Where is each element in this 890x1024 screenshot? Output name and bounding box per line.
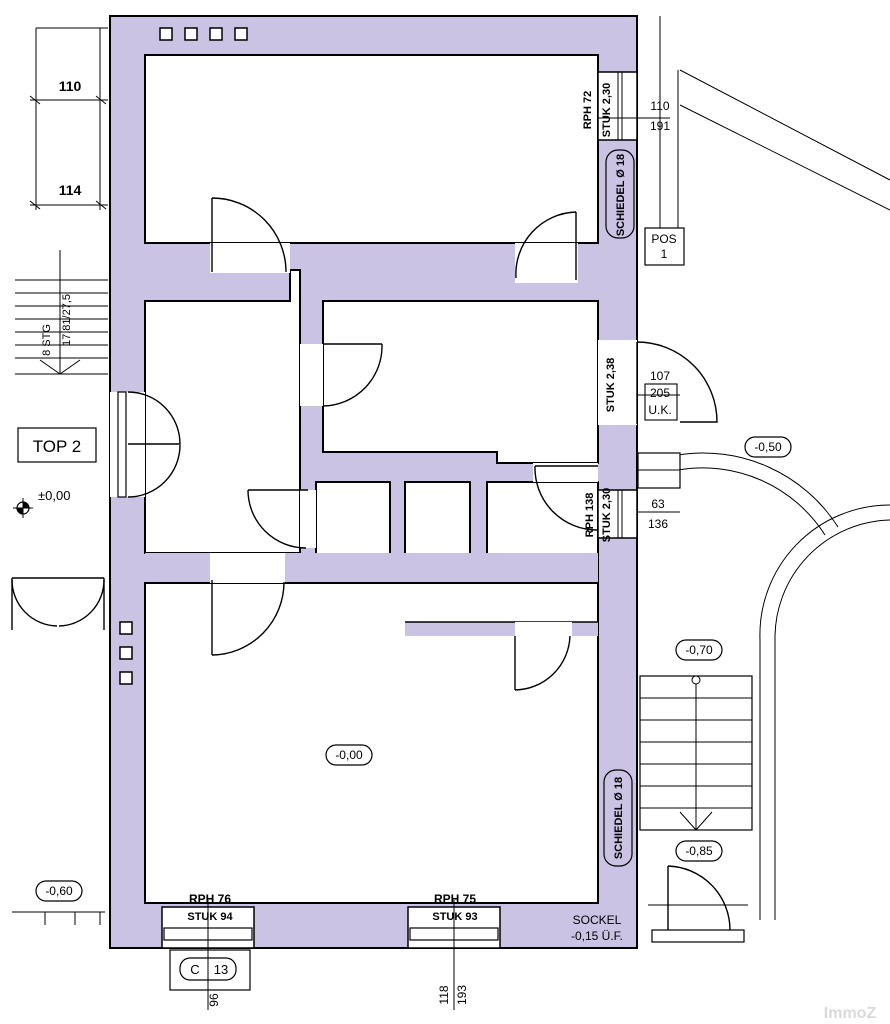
level-m060: -0,60: [45, 884, 73, 898]
stairs-left-label: 8 STG: [41, 324, 53, 356]
unit-box: [17, 427, 97, 463]
level-m085: -0,85: [685, 844, 713, 858]
stuk238-label: STUK 2,38: [605, 358, 617, 412]
w63-label: 63: [651, 497, 665, 511]
window-rph138: [597, 489, 638, 539]
rph76-label: RPH 76: [189, 892, 231, 906]
sockel-line2: -0,15 Ü.F.: [571, 929, 623, 943]
door-entrance: [110, 391, 181, 498]
w205-box: [644, 383, 678, 421]
vent-squares-left: [119, 621, 133, 685]
level-m070: -0,70: [685, 643, 713, 657]
pos-line1: POS: [651, 232, 676, 246]
c13-letter: C: [190, 962, 199, 977]
outside-door-left: [11, 577, 105, 630]
door-kitchen: [300, 343, 383, 407]
door-top-left: [210, 197, 290, 273]
door-bath: [533, 463, 598, 531]
stuk94-label: STUK 94: [187, 911, 233, 923]
w96-label: 96: [207, 993, 221, 1007]
door-lower-right: [648, 865, 748, 943]
stuk230a-label: STUK 2,30: [601, 83, 613, 137]
door-living-right: [514, 622, 572, 691]
window-rph72: [597, 71, 638, 141]
rph138-label: RPH 138: [584, 493, 596, 538]
exterior-right-lines: [644, 16, 890, 266]
uk-label: U.K.: [648, 403, 671, 417]
rph75-label: RPH 75: [434, 892, 476, 906]
level-bubble-m060: [35, 880, 83, 902]
chimney-lower-box: [603, 769, 633, 867]
level-bubble-m070: [675, 639, 723, 661]
terrace-arc: [637, 452, 890, 920]
dimension-left: [29, 27, 108, 210]
chimney-lower: SCHIEDEL Ø 18: [613, 777, 625, 859]
w107-label: 107: [650, 369, 670, 383]
room-living-overlay: [144, 582, 599, 904]
watermark: ImmoZ: [824, 1005, 877, 1022]
room-top: [144, 54, 599, 244]
w191-label: 191: [650, 119, 670, 133]
fence-bottom-left: [12, 911, 105, 925]
level-m050: -0,50: [754, 440, 782, 454]
w136-label: 136: [648, 517, 668, 531]
level-marker-icon: [13, 498, 33, 518]
stuk230b-label: STUK 2,30: [601, 488, 613, 542]
door-living: [210, 553, 285, 656]
sockel-line1: SOCKEL: [573, 913, 622, 927]
stairs-left: [15, 250, 108, 375]
level-zero: ±0,00: [38, 488, 70, 503]
room-kitchen: [322, 300, 599, 464]
level-bubble-m050: [744, 436, 792, 458]
stuk93-label: STUK 93: [432, 911, 477, 923]
chimney-upper-box: [605, 149, 635, 239]
dim-left-top: 110: [59, 78, 82, 94]
pos-line2: 1: [661, 247, 668, 261]
rph72-label: RPH 72: [582, 91, 594, 130]
w110-label: 110: [650, 99, 669, 113]
c13-number: 13: [214, 962, 228, 977]
bath-wall: [390, 553, 598, 636]
stairs-right: [639, 675, 753, 831]
room-wc: [315, 481, 391, 555]
dim-left-bottom: 114: [59, 182, 82, 198]
chimney-upper: SCHIEDEL Ø 18: [615, 154, 627, 236]
door-top-right: [515, 211, 578, 283]
stairs-left-sub: 17,81/27,5: [61, 294, 73, 346]
w118-label: 118: [437, 985, 451, 1004]
door-wc: [247, 489, 316, 549]
level-bubble-m085: [675, 840, 723, 862]
level-bubble-room: [325, 744, 373, 766]
level-room: -0,00: [335, 748, 363, 762]
w205-label: 205: [650, 386, 670, 400]
vent-squares-top: [159, 27, 248, 41]
w193-label: 193: [455, 985, 469, 1005]
unit-label: TOP 2: [33, 437, 82, 456]
door-outer-right: [598, 340, 718, 425]
